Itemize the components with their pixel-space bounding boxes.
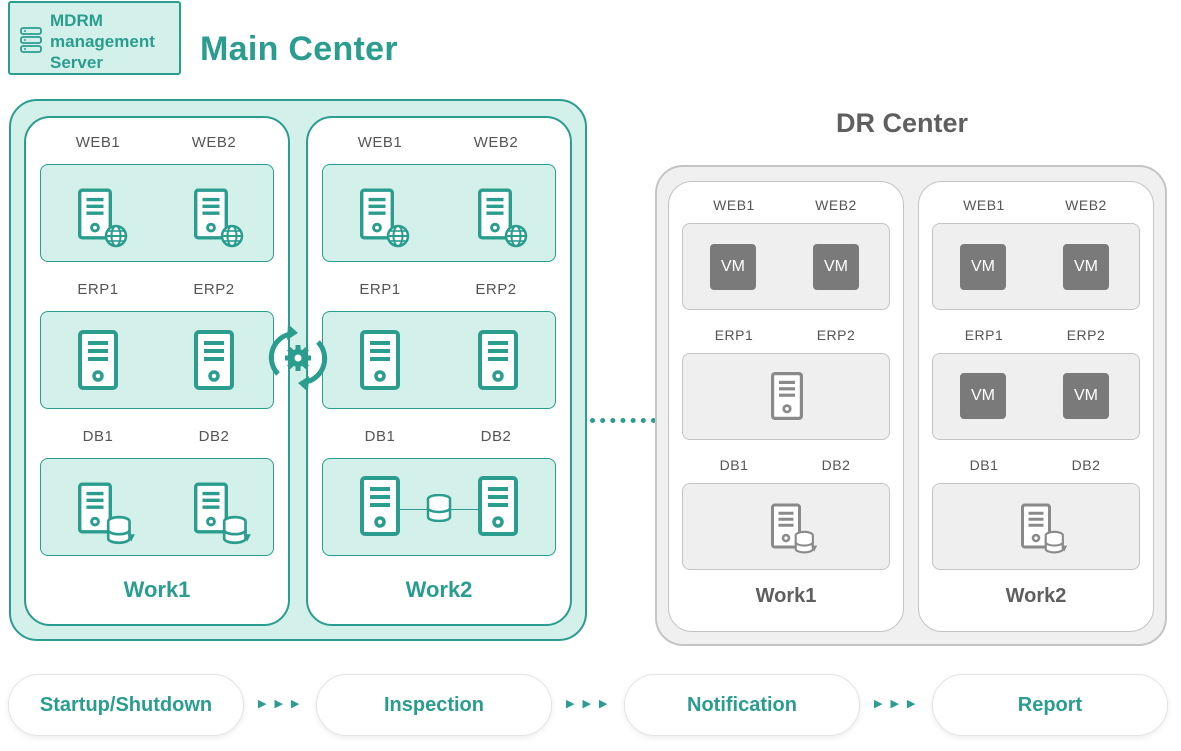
main-w1-db1-label: DB1 xyxy=(82,428,114,445)
vm-icon: VM xyxy=(813,244,859,290)
server-icon xyxy=(360,476,400,536)
database-icon xyxy=(1044,530,1068,554)
globe-icon xyxy=(220,224,244,248)
main-center-title: Main Center xyxy=(200,30,398,68)
vm-icon: VM xyxy=(1063,373,1109,419)
dr-w2-erp1-label: ERP1 xyxy=(964,327,1004,343)
step-arrows: ▶▶▶ xyxy=(874,698,924,710)
database-icon xyxy=(426,494,452,522)
dr-center-title: DR Center xyxy=(836,108,969,138)
database-icon xyxy=(222,515,252,545)
dr-w1-web1-label: WEB1 xyxy=(713,197,755,213)
vm-icon: VM xyxy=(960,373,1006,419)
globe-icon xyxy=(104,224,128,248)
dr-w1-db2-label: DB2 xyxy=(821,457,851,473)
vm-icon: VM xyxy=(960,244,1006,290)
dr-w1-erp2-label: ERP2 xyxy=(816,327,856,343)
vm-icon: VM xyxy=(710,244,756,290)
dr-work1-label: Work1 xyxy=(755,585,817,607)
step-arrows: ▶▶▶ xyxy=(566,698,616,710)
mdrm-line2: management xyxy=(50,32,155,51)
main-w1-erp-row xyxy=(40,311,274,409)
mdrm-line3: Server xyxy=(50,53,103,72)
main-w1-erp1-label: ERP1 xyxy=(77,281,119,298)
dr-w1-erp1-label: ERP1 xyxy=(714,327,754,343)
dr-w2-db1-label: DB1 xyxy=(969,457,999,473)
main-w2-erp-row xyxy=(322,311,556,409)
server-icon xyxy=(478,476,518,536)
vm-icon: VM xyxy=(1063,244,1109,290)
main-w2-web2-label: WEB2 xyxy=(473,134,519,151)
step-inspection: Inspection xyxy=(316,674,552,736)
mdrm-line1: MDRM xyxy=(50,11,103,30)
step-arrows: ▶▶▶ xyxy=(258,698,308,710)
dr-w1-db1-label: DB1 xyxy=(719,457,749,473)
main-w2-db2-label: DB2 xyxy=(480,428,512,445)
main-w1-db2-label: DB2 xyxy=(198,428,230,445)
dr-w2-db2-label: DB2 xyxy=(1071,457,1101,473)
server-icon xyxy=(478,330,518,390)
main-w1-web2-label: WEB2 xyxy=(191,134,237,151)
step-notification: Notification xyxy=(624,674,860,736)
step-startup-shutdown: Startup/Shutdown xyxy=(8,674,244,736)
main-w1-web1-label: WEB1 xyxy=(75,134,121,151)
dr-work2-label: Work2 xyxy=(1005,585,1067,607)
dr-link-dotted-line xyxy=(590,418,656,423)
server-icon xyxy=(360,330,400,390)
main-w2-web1-label: WEB1 xyxy=(357,134,403,151)
server-icon xyxy=(194,330,234,390)
server-icon xyxy=(771,372,803,420)
sync-gear-icon xyxy=(268,324,328,392)
dr-w1-db-row xyxy=(682,483,890,570)
mdrm-server-badge: MDRM management Server xyxy=(8,1,181,75)
server-icon xyxy=(78,330,118,390)
main-work1-label: Work1 xyxy=(123,577,191,602)
dr-w1-web2-label: WEB2 xyxy=(815,197,857,213)
main-work2-label: Work2 xyxy=(405,577,473,602)
database-icon xyxy=(106,515,136,545)
dr-w2-web2-label: WEB2 xyxy=(1065,197,1107,213)
step-report: Report xyxy=(932,674,1168,736)
main-w2-erp2-label: ERP2 xyxy=(475,281,517,298)
dr-w2-web1-label: WEB1 xyxy=(963,197,1005,213)
mdrm-label: MDRM management Server xyxy=(50,10,155,73)
server-rack-icon xyxy=(20,27,42,53)
main-w1-erp2-label: ERP2 xyxy=(193,281,235,298)
main-w2-db1-label: DB1 xyxy=(364,428,396,445)
globe-icon xyxy=(504,224,528,248)
dr-w2-erp2-label: ERP2 xyxy=(1066,327,1106,343)
globe-icon xyxy=(386,224,410,248)
database-icon xyxy=(794,530,818,554)
main-w2-erp1-label: ERP1 xyxy=(359,281,401,298)
